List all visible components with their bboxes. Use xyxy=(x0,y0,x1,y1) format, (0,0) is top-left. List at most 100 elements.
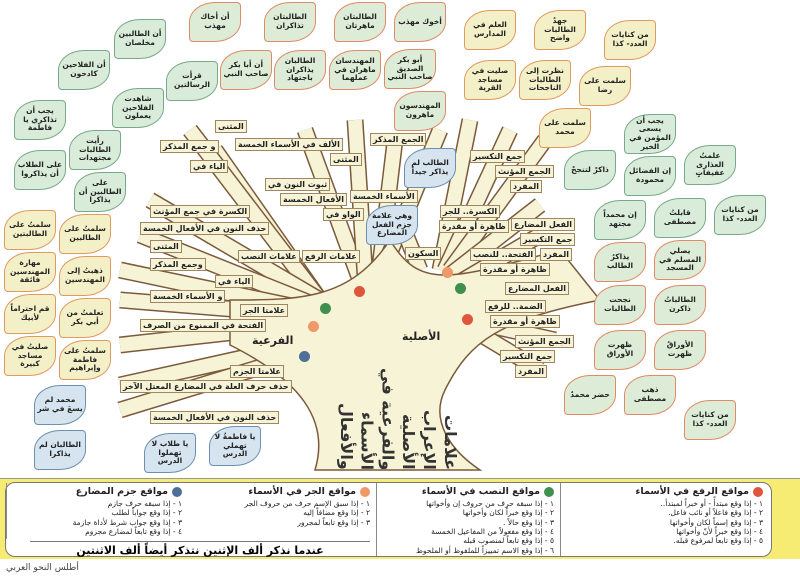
example-leaf: على الطلاب أن يذاكروا xyxy=(14,150,66,190)
branch-label: حذف حرف العلة في المضارع المعتل الآخر xyxy=(120,380,292,393)
example-leaf: المهندسان ماهران في عملهما xyxy=(329,50,381,90)
branch-label: و جمع المذكر xyxy=(160,140,219,153)
branch-label: جمع التكسير xyxy=(500,350,556,363)
legend-item: ٣ - إذا وقع تابعاً لمجرور xyxy=(297,517,370,527)
legend-raf: مواقع الرفع في الأسماء ١ - إذا وقع مبتدأ… xyxy=(561,483,769,556)
example-leaf: ذاكرْ لتنجحْ xyxy=(564,150,616,190)
raf-dot-right xyxy=(462,314,473,325)
example-leaf: مهارة المهندسين فائقة xyxy=(4,252,56,292)
jarr-dot-left xyxy=(308,321,319,332)
example-leaf: صليت في مساجد القرية xyxy=(464,60,516,100)
example-leaf: الطالبتان تذاكران xyxy=(264,2,316,42)
example-leaf: من كنايات العدد- كذا xyxy=(684,400,736,440)
example-leaf: الطالبان لم يذاكرا xyxy=(34,430,86,470)
example-leaf: يجب أن تذاكري يا فاطمة xyxy=(14,100,66,140)
legend-item: ٢ - إذا وقع جواباً لطلب xyxy=(111,508,182,518)
legend-item: ١ - إذا وقع مبتدأً - أو خبراً لمبتدأ.. xyxy=(660,498,763,508)
branch-label: المثنى xyxy=(150,240,182,253)
legend-item: ٣ - إذا وقع إسماً لكان وأخواتها xyxy=(669,517,763,527)
legend-item: ١ - إذا سبق الإسم حرف من حروف الجر xyxy=(244,498,370,508)
example-leaf: سلمتُ على فاطمة وإبراهيم xyxy=(59,340,111,380)
branch-label: الواو في xyxy=(323,208,364,221)
example-leaf: الطالباتُ ذاكرن xyxy=(654,285,706,325)
example-leaf: أخوك مهذب xyxy=(394,2,446,42)
branch-label: الأفعال الخمسة xyxy=(280,193,348,206)
branch-label: ظاهرة أو مقدرة xyxy=(480,263,550,276)
nasb-dot-left xyxy=(320,303,331,314)
branch-label: الفعل المضارع xyxy=(511,218,576,231)
legend-item: ٢ - إذا وقع مضافاً إليه xyxy=(303,508,370,518)
branch-label: حذف النون في الأفعال الخمسة xyxy=(150,411,280,424)
example-leaf: يصلي المسلم في المسجد xyxy=(654,240,706,280)
example-leaf: رأيت الطالبات مجتهدات xyxy=(69,130,121,170)
example-leaf: أبو بكر الصديق صاحب النبي xyxy=(384,49,436,89)
branch-label: جمع التكسير xyxy=(520,233,576,246)
example-leaf: أن الفلاحين كادحون xyxy=(58,50,110,90)
example-leaf: وهي علامة جزم الفعل المضارع xyxy=(366,205,418,245)
branch-label: الفتحة في الممنوع من الصرف xyxy=(140,319,267,332)
example-leaf: حضر محمدٌ xyxy=(564,375,616,415)
legend-jarr-title: مواقع الجر في الأسماء xyxy=(248,486,356,497)
example-leaf: يذاكرُ الطالب xyxy=(594,242,646,282)
jarr-dot-right xyxy=(442,267,453,278)
legend-item: ٢ - إذا وقع خبراً لكان وأخواتها xyxy=(462,508,554,518)
example-leaf: الطالبان يذاكران باجتهاد xyxy=(274,50,326,90)
example-leaf: على الطالبين أن يذاكرا xyxy=(74,172,126,212)
branch-label: الكسرة.. للجر xyxy=(440,205,501,218)
example-leaf: علمتُ العذارى عفيفاتٍ xyxy=(684,145,736,185)
example-leaf: أن الطالبين مخلصان xyxy=(114,19,166,59)
branch-label: الفعل المضارع xyxy=(505,282,570,295)
jazm-dot-left xyxy=(299,351,310,362)
branch-label: علامتا الجر xyxy=(240,304,289,317)
example-leaf: أن أبا بكر صاحب النبي xyxy=(220,50,272,90)
legend-item: ٤ - إذا وقع خبراً لأنّ وأخواتها xyxy=(676,527,763,536)
branch-label: المفرد xyxy=(510,180,542,193)
example-leaf: قم احتراماً لأبيك xyxy=(4,294,56,334)
legend-item: ٥ - إذا وقع تابعاً لمنصوب قبله xyxy=(463,536,554,546)
legend-item: ٦ - إذا وقع الاسم تمييزاً للملفوظ أو الم… xyxy=(415,545,554,555)
jazm-dot-icon xyxy=(172,486,182,497)
branch-label: و الأسماء الخمسة xyxy=(150,290,226,303)
example-leaf: الطالبتان ماهرتان xyxy=(334,2,386,42)
example-leaf: جهدُ الطالبات واضح xyxy=(534,10,586,50)
branch-label: الألف في الأسماء الخمسة xyxy=(235,138,343,151)
example-leaf: المهندسون ماهرون xyxy=(394,91,446,131)
legend-nasb-title: مواقع النصب في الأسماء xyxy=(421,486,540,497)
legend-jarr: مواقع الجر في الأسماء ١ - إذا سبق الإسم … xyxy=(188,483,376,539)
example-leaf: أن أخاك مهذب xyxy=(189,2,241,42)
example-leaf: محمد لم يسعَ في شر xyxy=(34,385,86,425)
example-leaf: صليتُ في مساجد كبيرة xyxy=(4,336,56,376)
branch-label: المفرد xyxy=(540,248,572,261)
example-leaf: ظهرت الأوراق xyxy=(594,330,646,370)
example-leaf: يا طلاب لا تهملوا الدرس xyxy=(144,433,196,473)
branch-label: المثنى xyxy=(215,120,247,133)
branch-label: الأسماء الخمسة xyxy=(350,190,418,203)
example-leaf: إن محمداً مجتهد xyxy=(594,200,646,240)
legend-jazm: مواقع جزم المضارع ١ - إذا سبقه حرف جازم … xyxy=(6,483,188,539)
branch-label: الجمع المؤنث xyxy=(495,165,554,178)
example-leaf: ذهبتُ إلى المهندسين xyxy=(59,256,111,296)
example-leaf: نظرت إلى الطالبات الناجحات xyxy=(519,60,571,100)
example-leaf: سلمتُ على الطالبتين xyxy=(4,210,56,250)
example-leaf: الأوراقُ ظهرت xyxy=(654,330,706,370)
diagram-title: علامات الإعراب الأصلية والفرعية في الأسم… xyxy=(336,367,460,470)
jarr-dot-icon xyxy=(360,486,370,497)
branch-label: علامتا الجزم xyxy=(230,365,284,378)
branch-label: الفتحة.. للنصب xyxy=(470,248,537,261)
branch-label: ظاهرة أو مقدرة xyxy=(439,220,509,233)
raf-dot-icon xyxy=(753,486,763,497)
hub-fariya: الفرعية xyxy=(252,334,294,347)
raf-dot-left xyxy=(354,286,365,297)
example-leaf: من كنايات العدد- كذا xyxy=(714,195,766,235)
example-leaf: العلم في المدارس xyxy=(464,10,516,50)
example-leaf: قابلتُ مصطفى xyxy=(654,198,706,238)
branch-label: الضمة.. للرفع xyxy=(485,300,546,313)
footer-credit: أطلس النحو العربي xyxy=(6,563,79,573)
branch-label: السكون xyxy=(405,247,442,260)
branch-label: علامات النصب xyxy=(238,250,300,263)
example-leaf: يجب أن يسعى المؤمن في الخير xyxy=(624,114,676,154)
legend-item: ٤ - إذا وقع تابعاً لمضارع مجزوم xyxy=(85,527,182,536)
example-leaf: ذهب مصطفى xyxy=(624,375,676,415)
example-leaf: سلمت على محمد xyxy=(539,108,591,148)
branch-label: الياء في xyxy=(215,275,254,288)
